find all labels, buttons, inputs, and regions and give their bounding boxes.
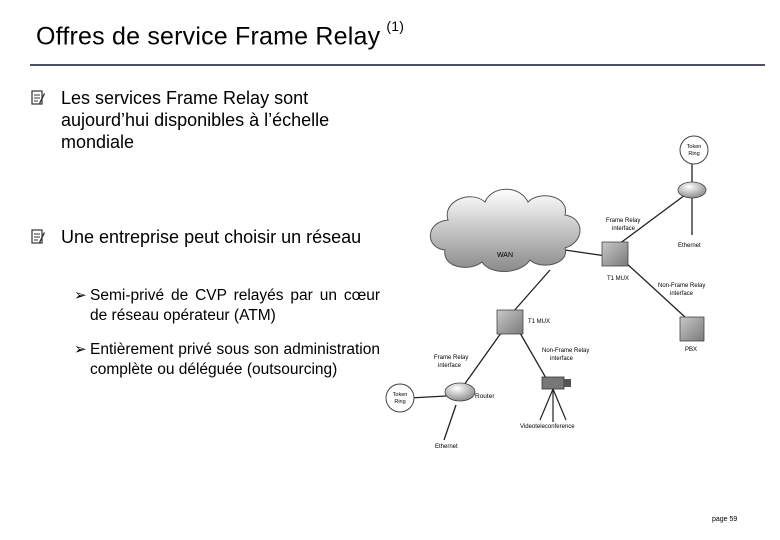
slide-title-text: Offres de service Frame Relay bbox=[36, 22, 381, 51]
fr-interface-right-label-1: Frame Relay bbox=[606, 218, 640, 224]
token-ring-top-label-2: Ring bbox=[688, 151, 699, 157]
pbx-label: PBX bbox=[685, 347, 697, 353]
ethernet-right-label: Ethernet bbox=[678, 243, 701, 249]
fr-interface-right-label-2: interface bbox=[612, 226, 636, 232]
notepad-bullet-icon bbox=[31, 90, 45, 105]
title-divider bbox=[30, 64, 765, 66]
slide-title: Offres de service Frame Relay (1) bbox=[36, 18, 404, 51]
bullet-2: Une entreprise peut choisir un réseau bbox=[31, 226, 391, 248]
video-camera-icon bbox=[539, 376, 571, 422]
page-number: page 59 bbox=[712, 516, 738, 523]
non-fr-interface-right-label-2: interface bbox=[670, 291, 694, 297]
non-fr-interface-center-label-2: interface bbox=[550, 356, 574, 362]
frame-relay-network-diagram: WAN T1 MUX Token Ring Frame Relay interf… bbox=[385, 135, 709, 450]
pbx-device bbox=[679, 316, 705, 342]
arrow-bullet-icon: ➢ bbox=[74, 341, 87, 358]
router-left-label: Router bbox=[475, 393, 495, 400]
non-fr-interface-center-label-1: Non-Frame Relay bbox=[542, 348, 589, 354]
fr-interface-left-label-1: Frame Relay bbox=[434, 355, 468, 361]
bullet-2-text: Une entreprise peut choisir un réseau bbox=[61, 227, 362, 247]
bullet-1: Les services Frame Relay sont aujourd’hu… bbox=[31, 87, 391, 153]
token-ring-top-label-1: Token bbox=[687, 144, 702, 150]
fr-interface-left-label-2: interface bbox=[438, 363, 462, 369]
subbullet-2-text: Entièrement privé sous son administratio… bbox=[90, 341, 380, 378]
wan-label: WAN bbox=[497, 252, 513, 259]
arrow-bullet-icon: ➢ bbox=[74, 287, 87, 304]
t1-mux-center-label: T1 MUX bbox=[528, 319, 550, 325]
videoteleconference-label: Videoteleconference bbox=[520, 424, 575, 430]
t1-mux-center-device bbox=[496, 309, 524, 335]
subbullet-1: ➢ Semi-privé de CVP relayés par un cœur … bbox=[74, 286, 380, 326]
router-left-device bbox=[444, 382, 476, 402]
token-ring-left-label-2: Ring bbox=[394, 399, 405, 405]
subbullet-2: ➢ Entièrement privé sous son administrat… bbox=[74, 340, 380, 380]
ethernet-bottom-label: Ethernet bbox=[435, 444, 458, 450]
token-ring-top-icon bbox=[679, 135, 709, 165]
subbullet-1-text: Semi-privé de CVP relayés par un cœur de… bbox=[90, 287, 380, 324]
token-ring-left-label-1: Token bbox=[393, 392, 408, 398]
t1-mux-right-device bbox=[601, 241, 629, 267]
non-fr-interface-right-label-1: Non-Frame Relay bbox=[658, 283, 705, 289]
bullet-1-text: Les services Frame Relay sont aujourd’hu… bbox=[61, 88, 330, 152]
slide-title-footnote: (1) bbox=[386, 18, 405, 34]
wan-cloud: WAN bbox=[429, 188, 581, 272]
router-top-right bbox=[677, 181, 707, 199]
notepad-bullet-icon bbox=[31, 229, 45, 244]
t1-mux-right-label: T1 MUX bbox=[607, 276, 629, 282]
token-ring-left-icon bbox=[385, 383, 415, 413]
